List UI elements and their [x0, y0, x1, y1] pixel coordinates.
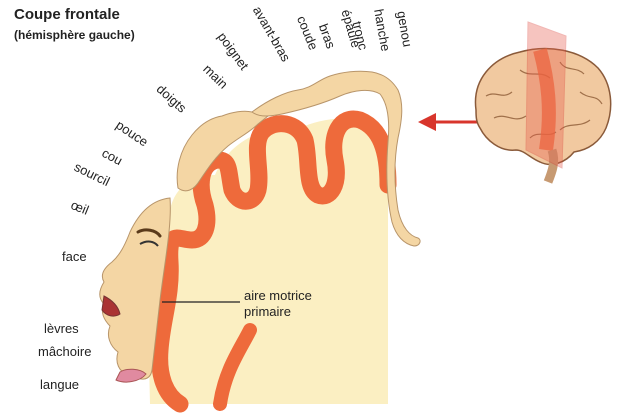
label-face: face	[62, 250, 87, 263]
callout-line-2: primaire	[244, 304, 312, 320]
diagram-subtitle: (hémisphère gauche)	[14, 28, 135, 42]
callout-line-1: aire motrice	[244, 288, 312, 304]
callout-primary-motor-area: aire motrice primaire	[244, 288, 312, 320]
brain-icon	[475, 22, 610, 182]
tongue	[116, 369, 146, 382]
diagram-title: Coupe frontale	[14, 6, 120, 23]
label-levres: lèvres	[44, 322, 79, 335]
red-arrow-icon	[418, 113, 436, 131]
label-langue: langue	[40, 378, 79, 391]
label-machoire: mâchoire	[38, 345, 91, 358]
